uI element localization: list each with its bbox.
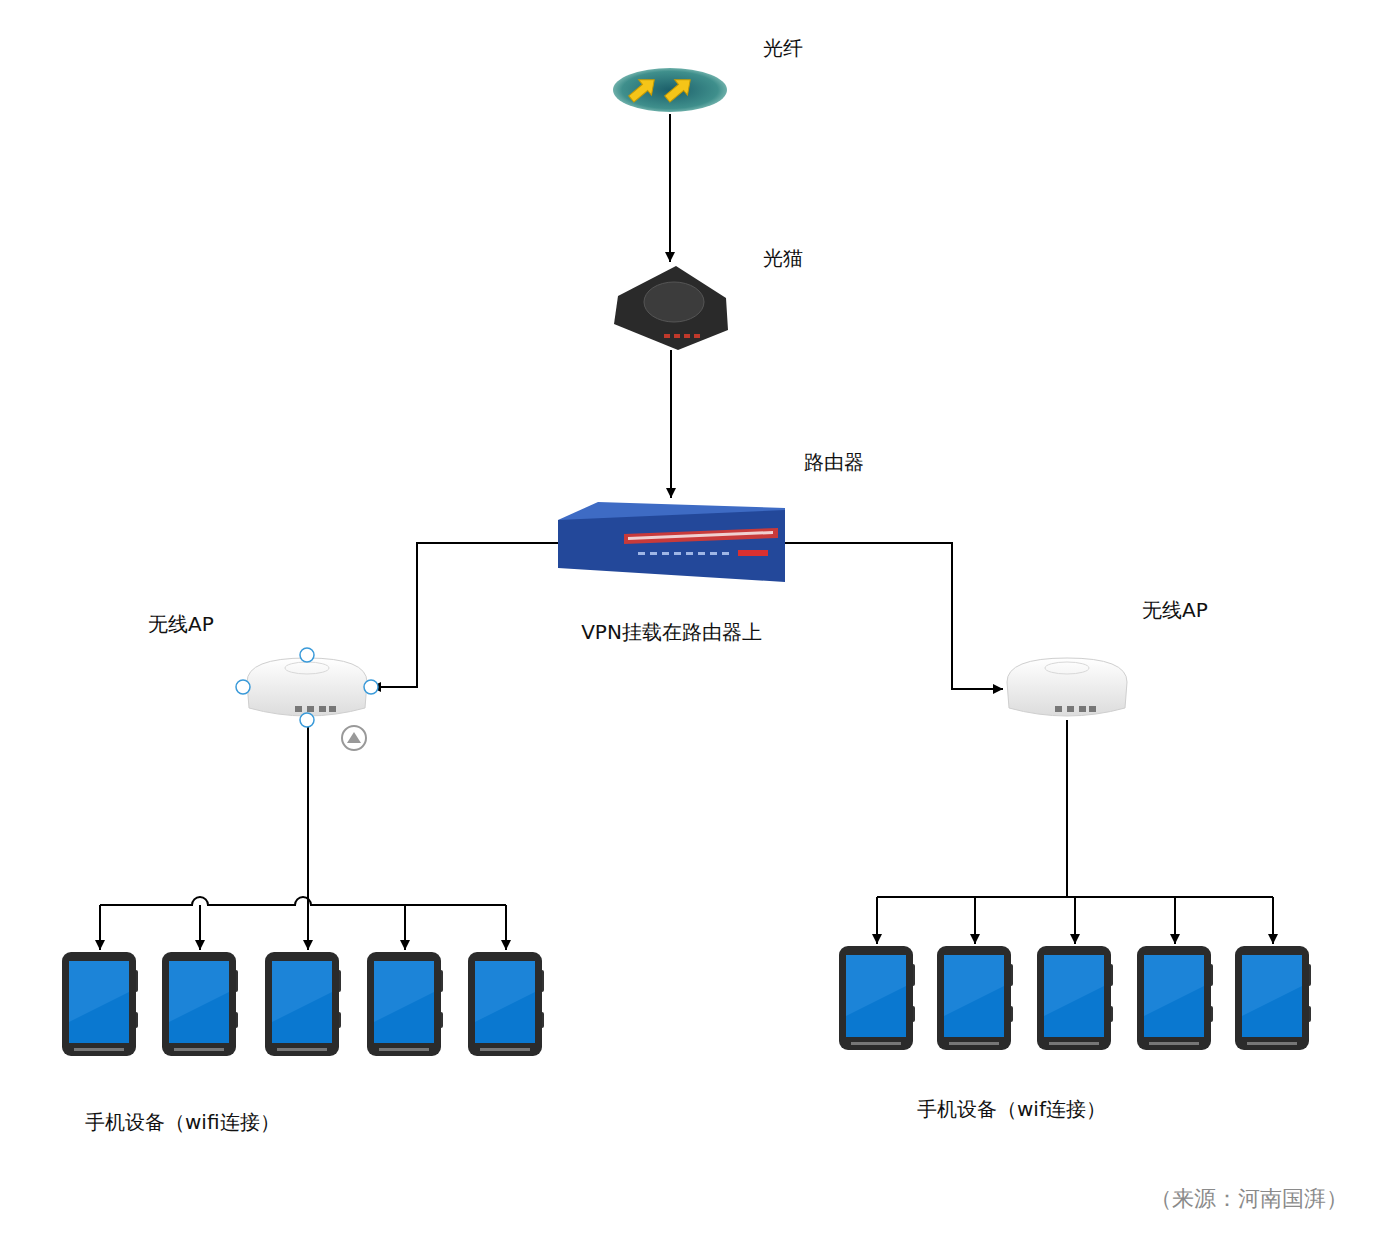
phone-icon <box>1037 946 1113 1050</box>
note-text: VPN挂载在路由器上 <box>581 620 762 644</box>
connector <box>307 722 309 950</box>
router-port <box>698 552 705 555</box>
ap-port <box>1079 706 1086 712</box>
connector <box>670 350 672 498</box>
node-label: 光猫 <box>763 246 803 270</box>
modem-led <box>694 334 700 338</box>
node-label: 手机设备（wifi连接） <box>85 1110 280 1134</box>
selection-handle <box>300 713 314 727</box>
phone-icon <box>937 946 1013 1050</box>
ap-node: 无线AP <box>243 652 371 722</box>
connector <box>1067 720 1075 944</box>
router-strip <box>628 531 773 540</box>
modem-led <box>664 334 670 338</box>
ap-port <box>1089 706 1096 712</box>
fiber-node: 光纤 <box>612 66 728 114</box>
ap-logo <box>285 662 329 674</box>
phones-illustration <box>60 950 548 1058</box>
modem-illustration <box>612 262 730 350</box>
ap-port <box>295 706 302 712</box>
ap-illustration <box>1003 652 1131 722</box>
ap-port <box>319 706 326 712</box>
ap-logo <box>1045 662 1089 674</box>
router-node: 路由器VPN挂载在路由器上 <box>558 498 785 582</box>
router-port <box>674 552 681 555</box>
node-label: 光纤 <box>763 36 803 60</box>
phones-illustration <box>835 944 1315 1056</box>
phone-icon <box>162 952 238 1056</box>
router-port <box>662 552 669 555</box>
router-port <box>686 552 693 555</box>
ap-port <box>329 706 336 712</box>
phone-icon <box>839 946 915 1050</box>
router-port <box>722 552 729 555</box>
node-label: 无线AP <box>148 612 214 636</box>
phone-drops <box>100 905 506 950</box>
selection-handle <box>300 648 314 662</box>
fiber-illustration <box>612 66 728 114</box>
ap-port <box>1067 706 1074 712</box>
modem-led <box>684 334 690 338</box>
router-port <box>638 552 645 555</box>
modem-top <box>644 282 704 322</box>
rotate-handle <box>342 726 366 750</box>
ap-node: 无线AP <box>1003 652 1131 722</box>
phone-icon <box>62 952 138 1056</box>
router-illustration <box>558 498 785 582</box>
fiber-arrow <box>625 72 661 107</box>
ap-port <box>307 706 314 712</box>
router-strip <box>624 528 778 544</box>
phone-icon <box>1235 946 1311 1050</box>
modem-node: 光猫 <box>612 262 730 350</box>
ap-icon <box>247 658 367 716</box>
phone-icon <box>1137 946 1213 1050</box>
ap-port <box>1055 706 1062 712</box>
ap-illustration <box>243 652 371 722</box>
fiber-icon <box>613 68 727 112</box>
bus-line <box>100 897 506 905</box>
phones-node: 手机设备（wifi连接） <box>60 950 548 1058</box>
phone-icon <box>265 952 341 1056</box>
node-label: 无线AP <box>1142 598 1208 622</box>
modem-icon <box>614 266 728 350</box>
phone-icon <box>468 952 544 1056</box>
connector <box>785 543 1003 689</box>
modem-led <box>674 334 680 338</box>
source-note: （来源：河南国湃） <box>1150 1184 1348 1214</box>
connector <box>371 543 558 687</box>
router-icon <box>558 510 785 582</box>
selection-handle <box>364 680 378 694</box>
router-port <box>738 550 768 556</box>
node-label: 路由器 <box>804 450 864 474</box>
ap-icon <box>1007 658 1127 716</box>
router-port <box>650 552 657 555</box>
rotate-handle <box>347 732 361 743</box>
node-label: 手机设备（wif连接） <box>917 1097 1106 1121</box>
phone-icon <box>367 952 443 1056</box>
connector <box>669 114 671 262</box>
phones-node: 手机设备（wif连接） <box>835 944 1315 1056</box>
fiber-arrow <box>661 72 697 107</box>
router-port <box>710 552 717 555</box>
selection-handle <box>236 680 250 694</box>
